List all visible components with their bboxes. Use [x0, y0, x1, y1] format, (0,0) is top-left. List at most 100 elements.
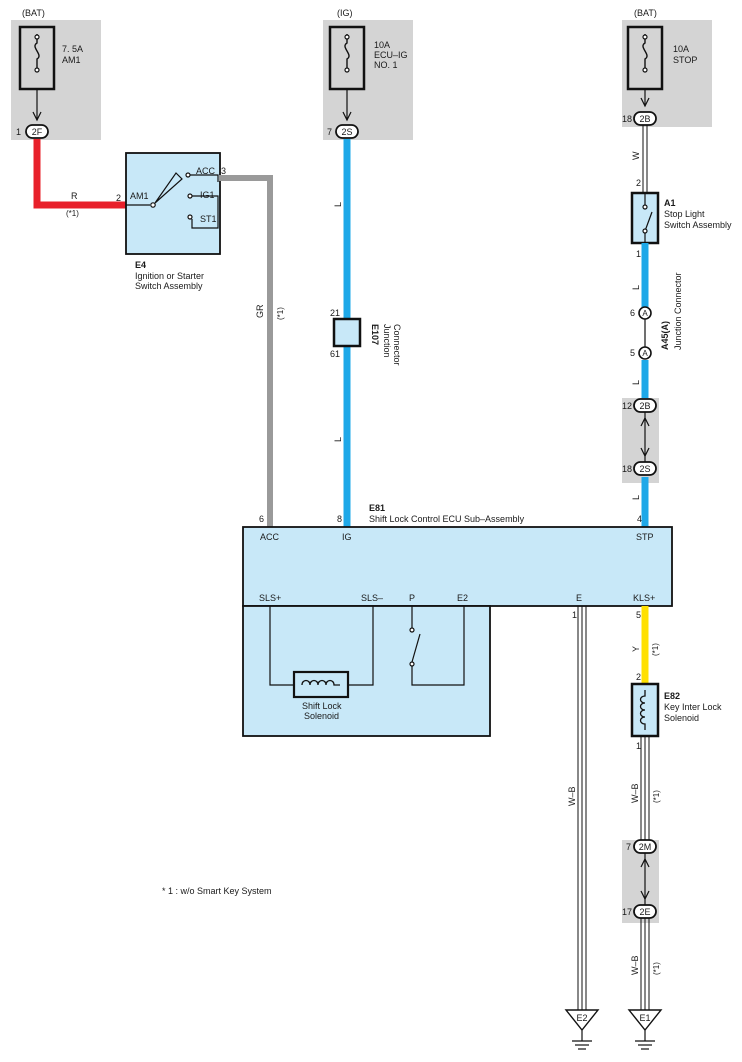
- wire-wb-right2-label: W–B: [630, 955, 640, 975]
- connector-2b-top: 2B 18: [622, 111, 657, 126]
- ecu-pin-e: 1: [572, 610, 577, 620]
- e82-pin-bot: 1: [636, 741, 641, 751]
- a1-pin-bot: 1: [636, 249, 641, 259]
- key-interlock-coil: [639, 690, 646, 730]
- ecu-sls-minus-label: SLS–: [361, 593, 383, 603]
- ignition-name2: Switch Assembly: [135, 281, 203, 291]
- svg-text:18: 18: [622, 464, 632, 474]
- fuse-stop-name: STOP: [673, 55, 697, 65]
- connector-2s-top: 2S 7: [327, 124, 359, 139]
- e107-pin-bot: 61: [330, 349, 340, 359]
- fuse-am1-rating: 7. 5A: [62, 44, 83, 54]
- svg-text:7: 7: [327, 127, 332, 137]
- source-ig: (IG): [337, 8, 353, 18]
- connector-a45-top: A 6: [630, 306, 652, 320]
- svg-text:7: 7: [626, 842, 631, 852]
- ecu-pin-kls: 5: [636, 610, 641, 620]
- fuse-am1-symbol: [34, 34, 40, 72]
- shift-lock-solenoid-name1: Shift Lock: [302, 701, 342, 711]
- shift-lock-solenoid-box: [292, 670, 350, 699]
- e82-code: E82: [664, 691, 680, 701]
- junction-e107: [332, 317, 362, 348]
- wire-blue-l3: L: [631, 285, 641, 290]
- fuse-stop-rating: 10A: [673, 44, 689, 54]
- svg-text:18: 18: [622, 114, 632, 124]
- svg-text:2E: 2E: [639, 907, 650, 917]
- source-bat-left: (BAT): [22, 8, 45, 18]
- fuse-stop-shade: [622, 20, 712, 127]
- fuse-stop-symbol: [642, 34, 648, 72]
- fuse-ecu-ig-rating: 10A: [374, 40, 390, 50]
- a1-name1: Stop Light: [664, 209, 705, 219]
- fuse-ecu-ig-name2: NO. 1: [374, 60, 398, 70]
- e107-code: E107: [370, 324, 380, 345]
- a1-name2: Switch Assembly: [664, 220, 732, 230]
- wire-blue-l5: L: [631, 495, 641, 500]
- ignition-pin-am1: 2: [116, 193, 121, 203]
- wire-red-note: (*1): [66, 209, 79, 218]
- wire-white-label: W: [631, 151, 641, 160]
- svg-text:12: 12: [622, 401, 632, 411]
- ecu-pin-acc: 6: [259, 514, 264, 524]
- fuse-ecu-ig-symbol: [344, 34, 350, 72]
- fuse-ecu-ig-shade: [323, 20, 413, 140]
- wire-blue-l1: L: [333, 202, 343, 207]
- connector-a45-bot: A 5: [630, 346, 652, 360]
- ecu-pin-stp: 4: [637, 514, 642, 524]
- svg-text:1: 1: [16, 127, 21, 137]
- ignition-switch-box: [125, 152, 221, 255]
- ignition-code: E4: [135, 260, 146, 270]
- wire-wb-left-label: W–B: [567, 786, 577, 806]
- ignition-ig1-label: IG1: [200, 190, 215, 200]
- e82-name1: Key Inter Lock: [664, 702, 722, 712]
- ecu-lower-block: [242, 605, 491, 737]
- footnote: * 1 : w/o Smart Key System: [162, 886, 272, 896]
- connector-2f: 2F 1: [16, 124, 49, 139]
- connector-2e: 2E 17: [622, 904, 657, 919]
- svg-text:2S: 2S: [639, 464, 650, 474]
- wire-wb-right1-label: W–B: [630, 783, 640, 803]
- e107-name2: Connector: [392, 324, 402, 366]
- ecu-code: E81: [369, 503, 385, 513]
- ecu-sls-plus-label: SLS+: [259, 593, 281, 603]
- wire-red-color-label: R: [71, 191, 78, 201]
- wire-blue-l2: L: [333, 437, 343, 442]
- svg-text:2B: 2B: [639, 401, 650, 411]
- svg-text:E2: E2: [576, 1013, 587, 1023]
- ecu-p-label: P: [409, 593, 415, 603]
- a1-pin-top: 2: [636, 178, 641, 188]
- wire-wb-right2-note: (*1): [652, 962, 661, 975]
- ground-e2: E2: [564, 1009, 600, 1050]
- ecu-pin-ig: 8: [337, 514, 342, 524]
- e82-name2: Solenoid: [664, 713, 699, 723]
- connector-2m: 2M 7: [626, 839, 657, 854]
- ecu-e2-label: E2: [457, 593, 468, 603]
- svg-text:2F: 2F: [32, 127, 43, 137]
- svg-text:A: A: [642, 349, 648, 358]
- shift-lock-solenoid-name2: Solenoid: [304, 711, 339, 721]
- fuse-ecu-ig-name1: ECU–IG: [374, 50, 408, 60]
- a1-code: A1: [664, 198, 676, 208]
- ignition-pin-acc: 3: [221, 166, 226, 176]
- ignition-st1-label: ST1: [200, 214, 217, 224]
- svg-text:2S: 2S: [341, 127, 352, 137]
- wire-yellow-note: (*1): [651, 643, 660, 656]
- wire-gray-color-label: GR: [255, 304, 265, 318]
- ignition-acc-label: ACC: [196, 166, 216, 176]
- p-switch-lever: [411, 633, 421, 663]
- ecu-name: Shift Lock Control ECU Sub–Assembly: [369, 514, 525, 524]
- svg-text:5: 5: [630, 348, 635, 358]
- wire-red: [33, 139, 126, 209]
- e107-pin-top: 21: [330, 308, 340, 318]
- wire-wb-right1-note: (*1): [652, 790, 661, 803]
- e107-name1: Junction: [382, 324, 392, 358]
- svg-text:6: 6: [630, 308, 635, 318]
- ignition-switch-lever: [154, 172, 183, 204]
- wire-gray: [219, 175, 273, 527]
- ecu-acc-label: ACC: [260, 532, 280, 542]
- svg-text:2B: 2B: [639, 114, 650, 124]
- ground-e1: E1: [627, 1009, 663, 1050]
- source-bat-right: (BAT): [634, 8, 657, 18]
- svg-text:2M: 2M: [639, 842, 652, 852]
